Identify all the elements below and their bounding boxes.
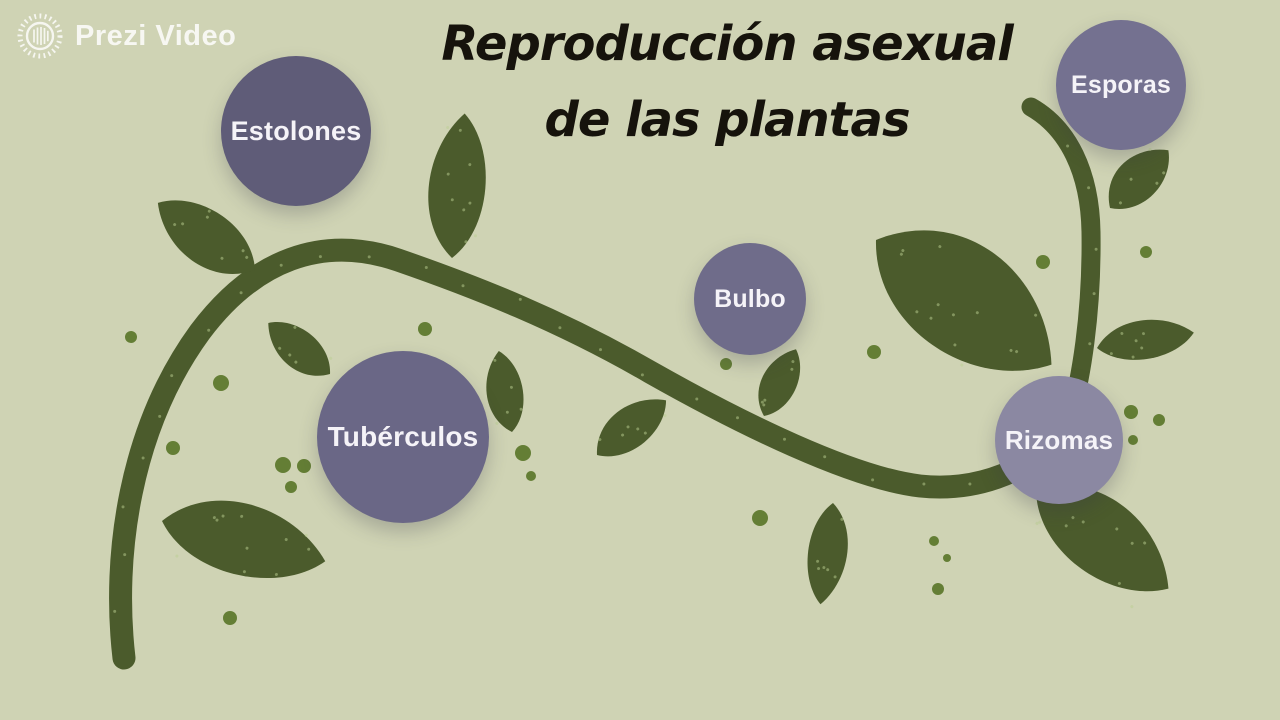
foliage-dot — [297, 459, 311, 473]
leaf-right-of-bulbo — [758, 349, 801, 416]
foliage-dot — [285, 481, 297, 493]
speckle — [158, 414, 162, 418]
speckle — [123, 553, 127, 557]
foliage-dot — [720, 358, 732, 370]
speckle — [170, 374, 174, 378]
topic-circle-esporas[interactable]: Esporas — [1056, 20, 1186, 150]
vine-main-stem — [109, 238, 1070, 670]
speckle — [461, 284, 465, 288]
speckle — [207, 328, 211, 332]
speckle — [1092, 292, 1096, 296]
foliage-dot — [932, 583, 944, 595]
topic-label: Bulbo — [714, 284, 786, 313]
speckle — [121, 505, 125, 509]
speckle — [367, 255, 371, 259]
slide-title-line2: de las plantas — [544, 92, 910, 148]
leaf-below-rizomas — [1035, 485, 1169, 609]
foliage-dot — [752, 510, 768, 526]
topic-label: Esporas — [1070, 70, 1172, 99]
speckle — [279, 263, 283, 267]
prezi-video-watermark: Prezi Video — [16, 12, 236, 60]
speckle — [640, 373, 644, 377]
foliage-dot — [1036, 255, 1050, 269]
topic-circle-tuberculos[interactable]: Tubérculos — [317, 351, 489, 523]
foliage-dot — [943, 554, 951, 562]
slide-title-line1: Reproducción asexual — [441, 16, 1013, 72]
speckle — [695, 397, 699, 401]
topic-circle-rizomas[interactable]: Rizomas — [995, 376, 1123, 504]
leaf-upper-left — [157, 200, 255, 274]
foliage-dot — [166, 441, 180, 455]
speckle — [599, 348, 602, 352]
leaf-large-right — [875, 230, 1052, 371]
speckle — [736, 416, 739, 420]
speckle — [1088, 342, 1092, 346]
leaf-right-of-tuberculos — [486, 351, 524, 432]
topic-label: Tubérculos — [327, 421, 479, 452]
speckle — [518, 297, 522, 301]
speckle — [558, 326, 562, 330]
speckle — [318, 255, 322, 259]
speckle — [968, 482, 972, 486]
speckle — [1094, 247, 1098, 251]
watermark-brand-text: Prezi Video — [75, 19, 237, 52]
speckle — [823, 455, 827, 459]
foliage-dot — [418, 322, 432, 336]
speckle — [1066, 144, 1070, 148]
speckle — [424, 266, 428, 269]
foliage-dot — [125, 331, 137, 343]
foliage-dot — [515, 445, 531, 461]
foliage-dot — [1140, 246, 1152, 258]
foliage-dot — [223, 611, 237, 625]
foliage-dot — [867, 345, 881, 359]
leaf-bottom-left — [162, 500, 326, 579]
topic-circle-bulbo[interactable]: Bulbo — [694, 243, 806, 355]
speckle — [141, 456, 145, 460]
leaf-under-vine-center — [596, 399, 667, 457]
speckle — [113, 609, 117, 613]
leaf-mid-left — [268, 322, 333, 376]
speckle — [922, 482, 926, 486]
speckle — [871, 478, 875, 482]
leaf-hanging-center — [807, 503, 848, 605]
topic-circle-estolones[interactable]: Estolones — [221, 56, 371, 206]
topic-label: Rizomas — [1004, 424, 1114, 455]
foliage-dot — [275, 457, 291, 473]
foliage-dot — [1128, 435, 1138, 445]
foliage-dot — [526, 471, 536, 481]
prezi-sunburst-icon — [17, 13, 63, 59]
leaf-right-small — [1097, 319, 1194, 360]
speckle — [1087, 186, 1091, 190]
foliage-dot — [1153, 414, 1165, 426]
slide-title: Reproducción asexual de las plantas — [377, 6, 1077, 158]
speckle — [239, 291, 243, 295]
speckle — [783, 437, 786, 441]
foliage-dot — [929, 536, 939, 546]
foliage-dot — [213, 375, 229, 391]
leaf-below-esporas — [1108, 147, 1169, 209]
foliage-dot — [1124, 405, 1138, 419]
topic-label: Estolones — [230, 115, 362, 146]
leaf-tall-top — [428, 113, 486, 258]
